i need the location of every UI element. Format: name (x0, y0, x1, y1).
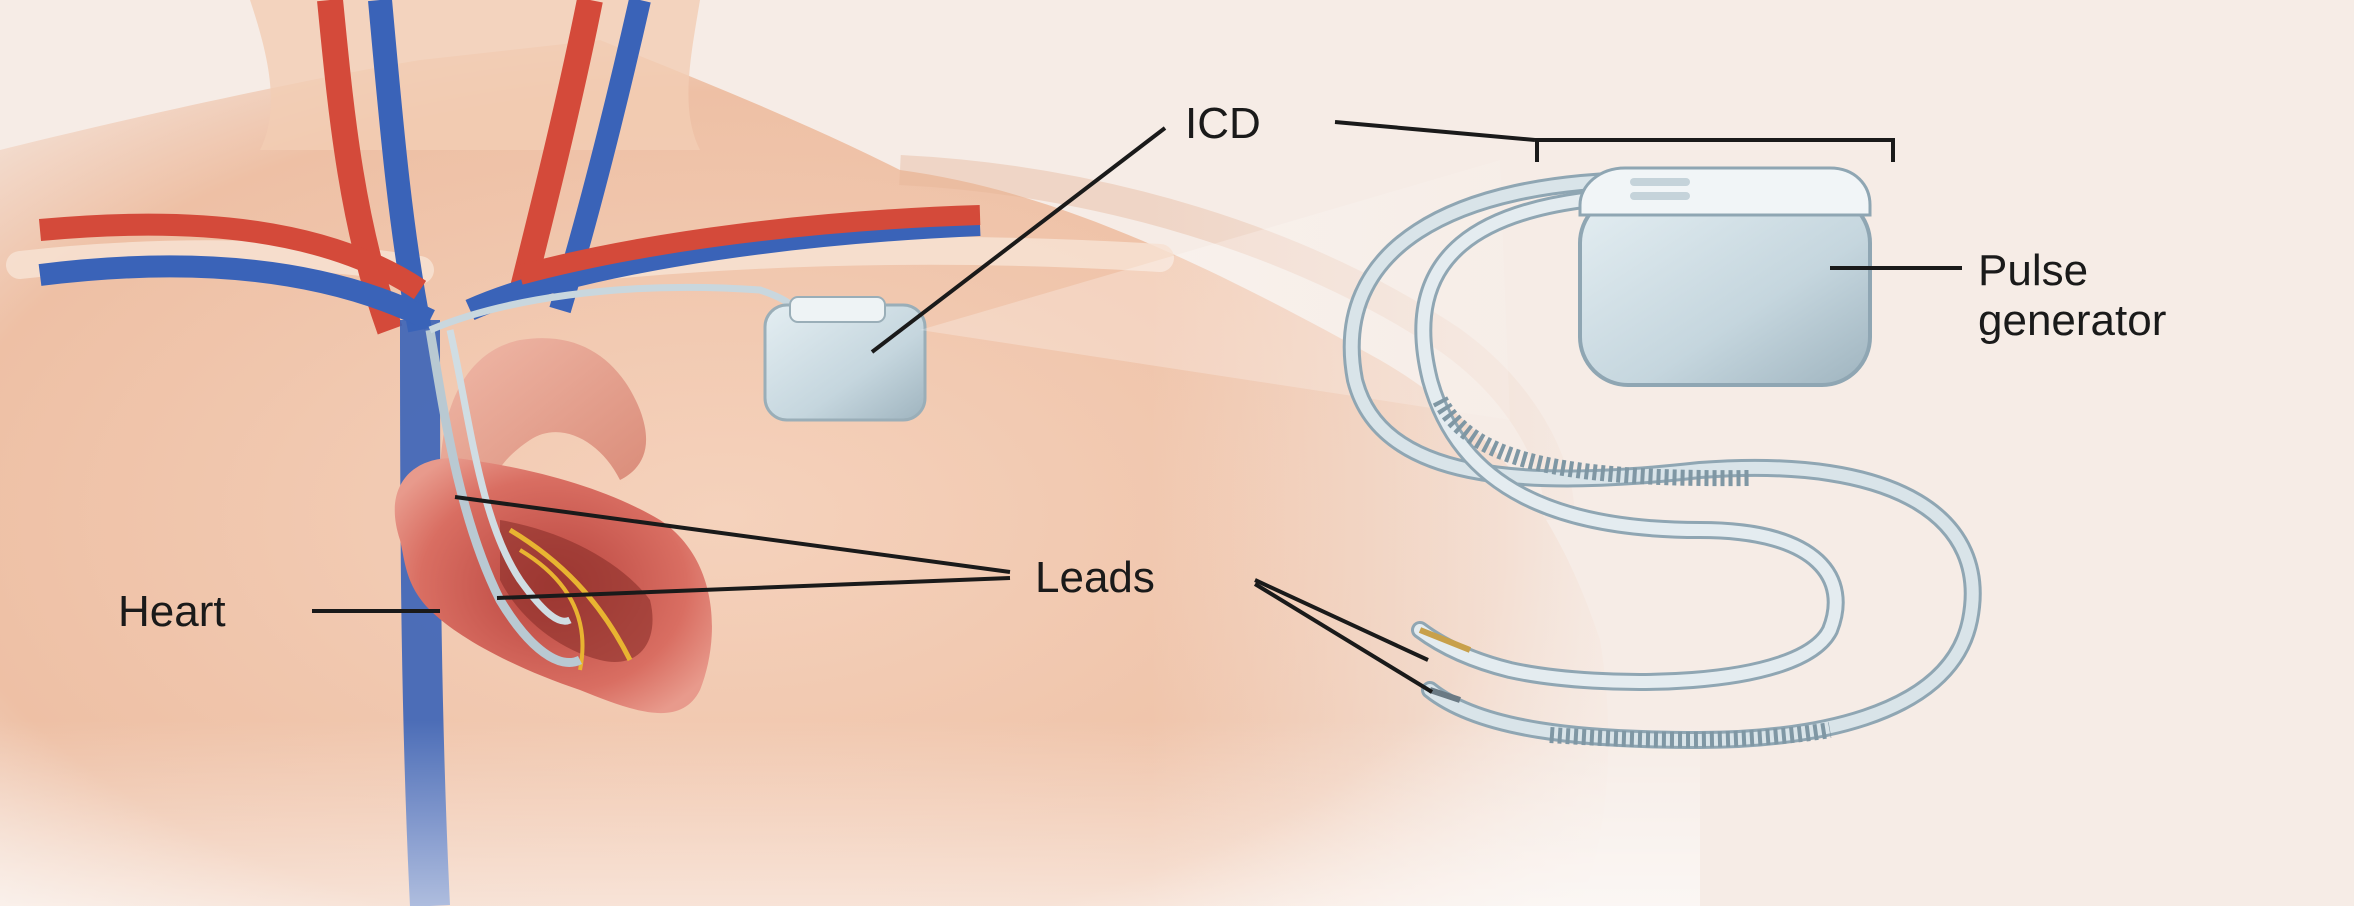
bottom-fade (0, 720, 1700, 906)
pulse-generator-label-line2: generator (1978, 296, 2166, 345)
header-port-2 (1630, 192, 1690, 200)
heart-label: Heart (118, 587, 226, 636)
icd-implant-header (790, 297, 885, 322)
header-port-1 (1630, 178, 1690, 186)
icd-label: ICD (1185, 99, 1261, 148)
pulse-generator-header (1580, 168, 1870, 215)
pulse-generator (1580, 195, 1870, 385)
leads-label: Leads (1035, 553, 1155, 602)
pulse-generator-label-line1: Pulse (1978, 246, 2088, 295)
